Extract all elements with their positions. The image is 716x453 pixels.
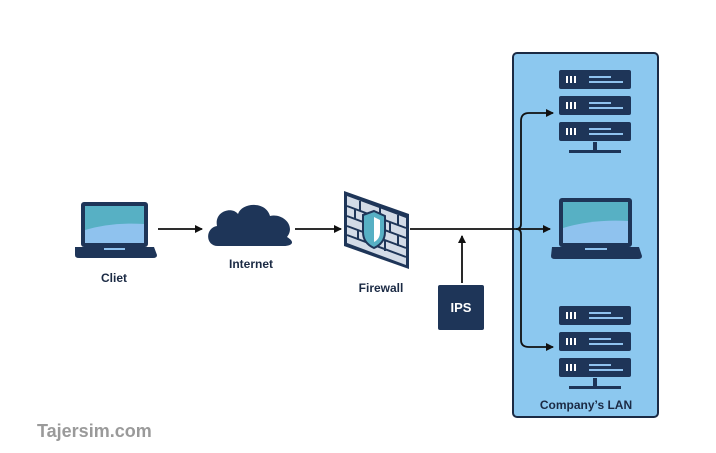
server-stack-bottom-icon — [559, 306, 631, 389]
ips-box — [438, 285, 484, 330]
watermark: Tajersim.com — [37, 421, 152, 441]
server-unit — [559, 122, 631, 141]
lan-branch-bottom-arrow — [515, 228, 554, 351]
server-unit — [559, 306, 631, 325]
server-unit — [559, 96, 631, 115]
server-unit — [559, 358, 631, 377]
server-unit — [559, 70, 631, 89]
ips-label: IPS — [450, 300, 472, 315]
server-stack-top-icon — [559, 70, 631, 153]
client-label: Cliet — [100, 271, 128, 285]
internet-cloud-icon — [208, 204, 293, 246]
firewall-icon — [344, 191, 409, 269]
firewall-label: Firewall — [358, 281, 404, 295]
internet-label: Internet — [228, 257, 274, 271]
lan-laptop-icon — [551, 198, 642, 259]
company-lan-label: Company’s LAN — [539, 398, 633, 412]
server-unit — [559, 332, 631, 351]
connections — [158, 109, 554, 351]
client-laptop-icon — [75, 202, 157, 258]
